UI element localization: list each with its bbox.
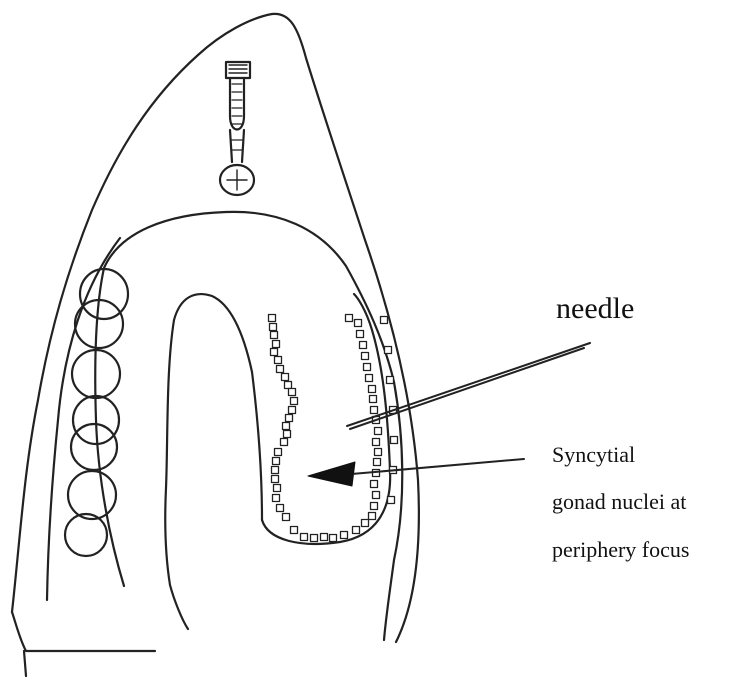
needle-label: needle [556,294,634,324]
nucleus-54 [387,377,394,384]
nucleus-15 [281,439,288,446]
nucleus-3 [273,341,280,348]
nucleus-46 [374,459,381,466]
nucleus-1 [270,324,277,331]
nucleus-29 [341,532,348,539]
nucleus-13 [283,423,290,430]
nucleus-18 [272,467,279,474]
nucleus-17 [273,458,280,465]
nucleus-49 [373,492,380,499]
syncytial-nuclei [269,315,398,542]
nucleus-32 [346,315,353,322]
cuticle-edge [12,612,155,676]
nucleus-5 [275,357,282,364]
nucleus-48 [371,481,378,488]
nucleus-58 [388,497,395,504]
syncytial-label-line2: gonad nuclei at [552,491,686,513]
nucleus-21 [273,495,280,502]
nucleus-25 [301,534,308,541]
nucleus-50 [371,503,378,510]
nucleus-37 [364,364,371,371]
nucleus-31 [362,520,369,527]
nucleus-0 [269,315,276,322]
nucleus-19 [272,476,279,483]
worm-body-outline [12,14,419,642]
nucleus-40 [370,396,377,403]
nucleus-9 [289,389,296,396]
nucleus-45 [375,449,382,456]
nucleus-24 [291,527,298,534]
nucleus-43 [375,428,382,435]
nucleus-51 [369,513,376,520]
nucleus-7 [282,374,289,381]
nucleus-4 [271,349,278,356]
nucleus-33 [355,320,362,327]
nucleus-28 [330,535,337,542]
nucleus-53 [385,347,392,354]
nucleus-22 [277,505,284,512]
nucleus-2 [271,332,278,339]
syncytial-label-line1: Syncytial [552,444,635,466]
nucleus-44 [373,439,380,446]
syncytial-label-line3: periphery focus [552,539,689,561]
nucleus-10 [291,398,298,405]
nucleus-26 [311,535,318,542]
nucleus-8 [285,382,292,389]
nucleus-30 [353,527,360,534]
nucleus-35 [360,342,367,349]
nucleus-34 [357,331,364,338]
nucleus-39 [369,386,376,393]
nucleus-12 [286,415,293,422]
nucleus-36 [362,353,369,360]
nucleus-41 [371,407,378,414]
nucleus-38 [366,375,373,382]
nucleus-6 [277,366,284,373]
nucleus-56 [391,437,398,444]
spermatheca-feature [220,62,254,195]
nucleus-23 [283,514,290,521]
arrowhead [308,462,355,486]
nucleus-20 [274,485,281,492]
nucleus-14 [284,431,291,438]
nucleus-52 [381,317,388,324]
nucleus-16 [275,449,282,456]
gonad-inner-tube [165,294,262,629]
nucleus-27 [321,534,328,541]
body-wall-inner-left [47,238,120,600]
nucleus-11 [289,407,296,414]
